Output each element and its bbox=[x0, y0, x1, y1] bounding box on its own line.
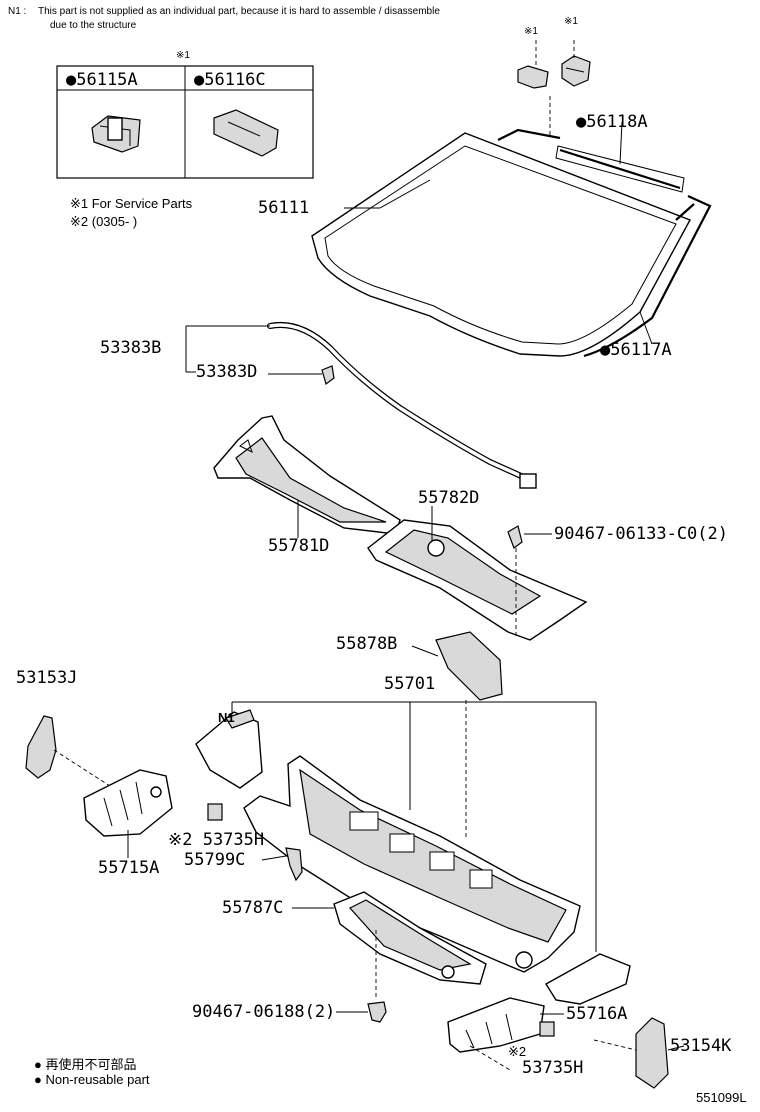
lower-panel-55787c bbox=[333, 891, 487, 985]
label-service-mark-2: ※1 bbox=[564, 16, 578, 27]
inset-service-mark: ※1 bbox=[176, 50, 190, 61]
leader-lines bbox=[127, 121, 685, 1051]
label-n1: N1 bbox=[218, 710, 235, 725]
diagram-id: 551099L bbox=[696, 1090, 747, 1105]
label-55878b: 55878B bbox=[336, 634, 398, 654]
note-date-range: ※2 (0305- ) bbox=[70, 214, 138, 229]
hood-seal-strip bbox=[267, 322, 537, 489]
small-service-parts bbox=[517, 40, 591, 136]
label-56115a: ●56115A bbox=[66, 70, 138, 90]
label-53735h-bottom: 53735H bbox=[522, 1058, 584, 1078]
label-55716a: 55716A bbox=[566, 1004, 628, 1024]
note-n1-line1: This part is not supplied as an individu… bbox=[38, 6, 440, 17]
clip-53383d bbox=[321, 365, 335, 386]
cowl-top-left bbox=[213, 415, 401, 535]
windshield-moulding bbox=[497, 128, 712, 358]
label-53154k: 53154K bbox=[670, 1036, 732, 1056]
label-55787c: 55787C bbox=[222, 898, 284, 918]
label-90467-06133: 90467-06133-C0(2) bbox=[554, 524, 728, 544]
bracket-right bbox=[545, 953, 631, 1005]
label-90467-06188: 90467-06188(2) bbox=[192, 1002, 336, 1022]
label-53735h-top: ※2 53735H bbox=[168, 830, 265, 850]
label-55715a: 55715A bbox=[98, 858, 160, 878]
label-56117a: ●56117A bbox=[600, 340, 672, 360]
bracket-55716a bbox=[447, 997, 555, 1071]
note-n1-line2: due to the structure bbox=[50, 20, 137, 31]
clip-90467-bottom bbox=[367, 930, 387, 1023]
label-55701: 55701 bbox=[384, 674, 436, 694]
label-53735h-mark: ※2 bbox=[508, 1044, 527, 1059]
label-56111: 56111 bbox=[258, 198, 310, 218]
label-53383b: 53383B bbox=[100, 338, 162, 358]
windshield-glass bbox=[311, 132, 691, 357]
label-55799c: 55799C bbox=[184, 850, 246, 870]
note-service-parts: ※1 For Service Parts bbox=[70, 196, 193, 211]
label-55782d: 55782D bbox=[418, 488, 480, 508]
label-service-mark-1: ※1 bbox=[524, 26, 538, 37]
inset-box bbox=[56, 65, 314, 179]
pad-55878b bbox=[435, 631, 503, 701]
clip-90467-top bbox=[507, 525, 523, 636]
label-56118a: ●56118A bbox=[576, 112, 648, 132]
label-55781d: 55781D bbox=[268, 536, 330, 556]
cowl-panel bbox=[243, 755, 581, 973]
cowl-top-right bbox=[367, 519, 588, 641]
n1-bracket bbox=[195, 709, 263, 821]
bracket-55799c bbox=[285, 847, 303, 882]
label-56116c: ●56116C bbox=[194, 70, 266, 90]
note-n1-prefix: N1 : bbox=[8, 6, 27, 17]
bracket-55715a bbox=[83, 769, 173, 837]
label-53153j: 53153J bbox=[16, 668, 78, 688]
bracket-53153j bbox=[25, 715, 111, 787]
bracket-53154k bbox=[593, 1017, 669, 1089]
legend-english: ● Non-reusable part bbox=[34, 1072, 150, 1087]
callout-bracket-55701 bbox=[231, 701, 597, 952]
legend-japanese: ● 再使用不可部品 bbox=[34, 1057, 137, 1072]
label-53383d: 53383D bbox=[196, 362, 258, 382]
